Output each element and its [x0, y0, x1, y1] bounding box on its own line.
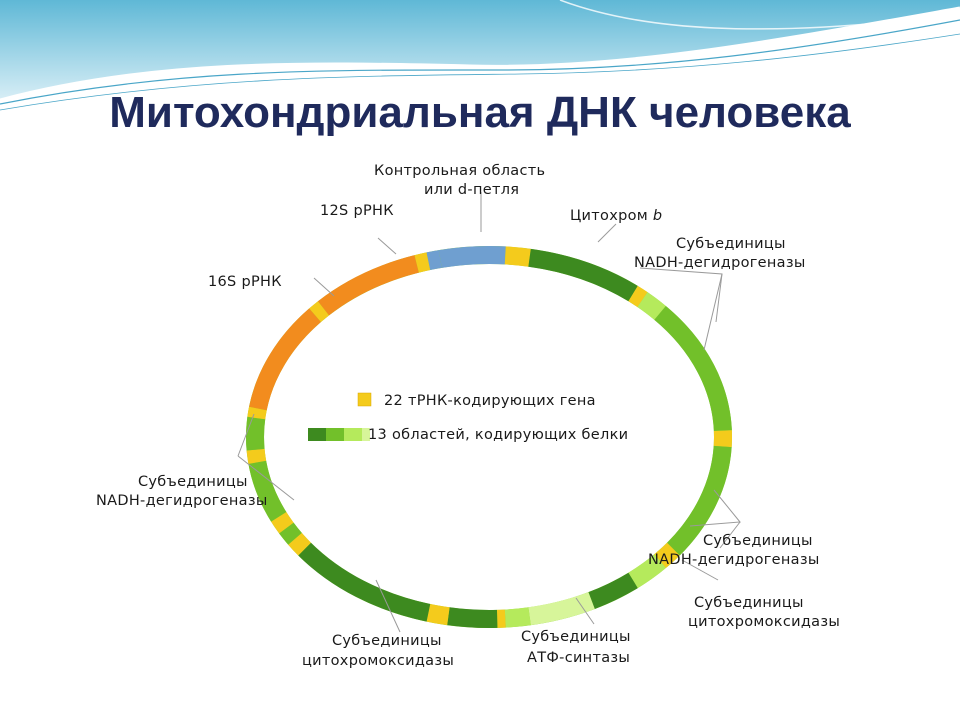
segment-trna	[654, 542, 680, 569]
segment-control-region	[438, 246, 506, 268]
label-nadh-top-right-line2: NADH-дегидрогеназы	[634, 255, 806, 271]
label-cox-right-line1: Субъединицы	[694, 595, 804, 611]
label-atp-line2: АТФ-синтазы	[527, 650, 630, 666]
segment-nadh	[628, 554, 666, 589]
legend-protein-swatch-light	[344, 428, 362, 441]
label-12s-rrna: 12S рРНК	[320, 203, 394, 219]
segment-trna	[309, 301, 330, 323]
label-16s-rrna: 16S рРНК	[208, 274, 282, 290]
legend-trna-label: 22 тРНК-кодирующих гена	[384, 393, 596, 409]
legend-protein-swatch-pale	[362, 428, 370, 441]
slide-title: Митохондриальная ДНК человека	[109, 88, 851, 137]
segment-nadh	[246, 416, 266, 451]
segment-nadh	[637, 292, 666, 320]
segment-atp-synthase	[528, 592, 595, 626]
segment-trna	[271, 511, 294, 534]
segment-trna	[414, 252, 431, 273]
label-control-region-line2: или d-петля	[424, 182, 519, 198]
ring-segments	[246, 246, 733, 628]
segment-nadh	[654, 305, 732, 432]
label-cytochrome-b: Цитохром b	[570, 208, 662, 224]
label-atp-line1: Субъединицы	[521, 629, 631, 645]
segment-trna	[247, 406, 267, 420]
legend: 22 тРНК-кодирующих гена 13 областей, код…	[308, 392, 628, 443]
segment-trna	[246, 448, 267, 464]
segment-nadh	[248, 460, 287, 522]
label-nadh-top-right-line1: Субъединицы	[676, 236, 786, 252]
segment-atp-synthase	[504, 607, 531, 628]
label-nadh-bottom-right-line2: NADH-дегидрогеназы	[648, 552, 820, 568]
segment-trna	[288, 532, 312, 556]
segment-trna	[504, 246, 531, 267]
mtdna-circular-map: Контрольная область или d-петля Цитохром…	[96, 163, 840, 669]
mtdna-diagram-frame: Контрольная область или d-петля Цитохром…	[68, 160, 894, 680]
label-nadh-bottom-right-line1: Субъединицы	[703, 533, 813, 549]
legend-trna-swatch	[357, 392, 372, 407]
segment-nadh	[666, 445, 732, 556]
segment-cox	[447, 607, 498, 628]
label-nadh-left-line2: NADH-дегидрогеназы	[96, 493, 268, 509]
legend-protein-label: 13 областей, кодирующих белки	[368, 427, 628, 443]
segment-trna	[426, 603, 450, 626]
segment-12s-rrna	[317, 255, 419, 316]
segment-cox	[588, 572, 638, 610]
legend-protein-swatch-dark	[308, 428, 326, 441]
segment-cox	[298, 542, 431, 622]
label-cox-bottom-line2: цитохромоксидазы	[302, 653, 454, 669]
segment-trna	[628, 285, 648, 308]
segment-16s-rrna	[249, 308, 322, 411]
header-wave-decoration	[0, 0, 960, 111]
leader-lines	[237, 192, 741, 633]
label-nadh-left-line1: Субъединицы	[138, 474, 248, 490]
label-cox-bottom-line1: Субъединицы	[332, 633, 442, 649]
segment-labels: Контрольная область или d-петля Цитохром…	[96, 163, 840, 669]
label-cox-right-line2: цитохромоксидазы	[688, 614, 840, 630]
segment-control-region	[426, 250, 442, 271]
label-control-region-line1: Контрольная область	[374, 163, 545, 179]
legend-protein-swatch-medium	[326, 428, 344, 441]
segment-cytochrome-b	[528, 248, 638, 302]
segment-nadh	[279, 522, 302, 545]
